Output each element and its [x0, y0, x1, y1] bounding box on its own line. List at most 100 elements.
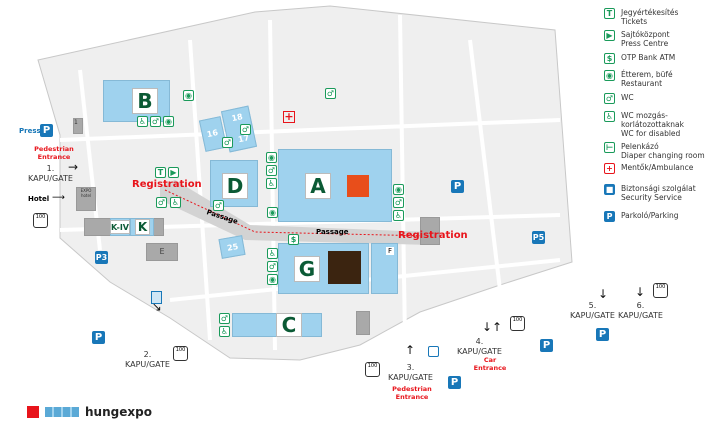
gate-3-arrow: ↑ [405, 343, 416, 357]
gate-4-label: KAPU/GATE [457, 347, 502, 356]
wheelchair-icon: ♿ [219, 326, 230, 337]
pedestrian-entrance-3: Pedestrian Entrance [392, 385, 432, 401]
legend-label-hu: OTP Bank ATM [621, 53, 676, 62]
parking-p5[interactable]: P5 [532, 231, 545, 244]
hall-d-label: D [222, 173, 248, 199]
expo-hotel-label: EXPO hotel [80, 188, 92, 198]
gate-1-label: KAPU/GATE [28, 174, 73, 183]
hall-k-label: K [135, 219, 150, 235]
ambulance-icon: + [604, 163, 615, 174]
legend-label-en: Tickets [621, 17, 648, 26]
wc-icon: ♂ [222, 137, 233, 148]
wc-icon: ♂ [325, 88, 336, 99]
wc-icon: ♂ [213, 200, 224, 211]
car-entrance: Car Entrance [473, 356, 507, 372]
hall-a[interactable] [278, 149, 392, 222]
parking-p5-label: P5 [532, 233, 545, 242]
bus-stop-icon: 100 [510, 316, 525, 331]
gate-4-num: 4. [475, 337, 484, 346]
hungexpo-logo: hungexpo [27, 405, 152, 419]
logo-blue-blocks [45, 407, 79, 417]
gate-3-num: 3. [406, 363, 415, 372]
parking-gate3[interactable]: P [448, 376, 461, 389]
gate-5-arrow: ↓ [598, 287, 609, 301]
gate-3: 3.KAPU/GATE [388, 363, 433, 383]
press-label: Press [19, 127, 41, 135]
restaurant-icon: ◉ [267, 274, 278, 285]
parking-west[interactable]: P [92, 331, 105, 344]
wc-icon: ♂ [266, 165, 277, 176]
security-icon [151, 291, 162, 304]
restaurant-icon: ◉ [266, 152, 277, 163]
passage [160, 180, 430, 245]
wheelchair-icon: ♿ [267, 248, 278, 259]
wheelchair-icon: ♿ [393, 210, 404, 221]
wheelchair-icon: ♿ [170, 197, 181, 208]
parking-gate4[interactable]: P [540, 339, 553, 352]
gate-2: 2.KAPU/GATE [125, 350, 170, 370]
ambulance-icon: + [283, 110, 295, 123]
legend-item: ♂ WC [604, 93, 634, 104]
restaurant-icon: ◉ [393, 184, 404, 195]
wc-icon: ♂ [219, 313, 230, 324]
bus-stop-icon: 100 [33, 213, 48, 228]
logo-text: hungexpo [85, 405, 152, 419]
hall-g-label: G [294, 256, 320, 282]
bocuse-dor-logo [328, 251, 361, 284]
hall-25-label: 25 [226, 241, 239, 253]
legend-label-hu: Mentők/Ambulance [621, 163, 694, 172]
legend-label-en: Diaper changing room [621, 151, 705, 160]
gate-4: 4.KAPU/GATE [457, 337, 502, 357]
wc-icon: ♂ [240, 124, 251, 135]
legend-label-hu: Étterem, büfé [621, 70, 673, 79]
press-parking-icon: P [40, 124, 53, 137]
legend-label-hu: Biztonsági szolgálat [621, 184, 696, 193]
atm-icon: $ [604, 53, 615, 64]
gate-5: 5.KAPU/GATE [570, 301, 615, 321]
gate-4-arrows: ↓↑ [482, 320, 503, 334]
hall-f[interactable]: F [371, 243, 398, 294]
gate-6-num: 6. [636, 301, 645, 310]
pedestrian-entrance-1: Pedestrian Entrance [34, 145, 74, 161]
hall-18-label: 18 [230, 112, 244, 124]
expo-hotel: EXPO hotel [76, 187, 96, 211]
registration-label-left: Registration [132, 179, 202, 190]
legend-label-hu: WC mozgás-korlátozottaknak [621, 111, 684, 129]
restaurant-icon: ◉ [183, 90, 194, 101]
legend-label-en: Security Service [621, 193, 682, 202]
wc-icon: ♂ [604, 93, 615, 104]
wc-icon: ♂ [150, 116, 161, 127]
building-e-label: E [159, 247, 165, 256]
legend-label-en: Restaurant [621, 79, 663, 88]
parking-east[interactable]: P [451, 180, 464, 193]
bus-stop-icon: 100 [173, 346, 188, 361]
legend-label-hu: WC [621, 93, 634, 102]
parking-icon: P [604, 211, 615, 222]
legend-label-hu: Jegyértékesítés [621, 8, 679, 17]
atm-icon: $ [288, 234, 299, 245]
hall-a-label: A [305, 173, 331, 199]
sirha-logo [347, 175, 369, 197]
legend-label-hu: Pelenkázó [621, 142, 659, 151]
hall-k-iv-label: K-IV [110, 220, 130, 234]
legend-label-en: Press Centre [621, 39, 669, 48]
gate-6: 6.KAPU/GATE [618, 301, 663, 321]
press-flag-icon: ▶ [168, 167, 179, 178]
gate-1: 1.KAPU/GATE [28, 164, 73, 184]
press-flag-icon: ▶ [604, 30, 615, 41]
parking-p3[interactable]: P3 [95, 251, 108, 264]
parking-gate5[interactable]: P [596, 328, 609, 341]
hall-25[interactable]: 25 [218, 235, 246, 259]
building-1: 1 [73, 118, 83, 134]
building-south [356, 311, 370, 335]
gate-3-label: KAPU/GATE [388, 373, 433, 382]
legend-item: + Mentők/Ambulance [604, 163, 693, 174]
gate-6-arrow: ↓ [635, 285, 646, 299]
ticket-icon: T [155, 167, 166, 178]
hall-c-label: C [276, 313, 302, 337]
legend-label-en: WC for disabled [621, 129, 681, 138]
